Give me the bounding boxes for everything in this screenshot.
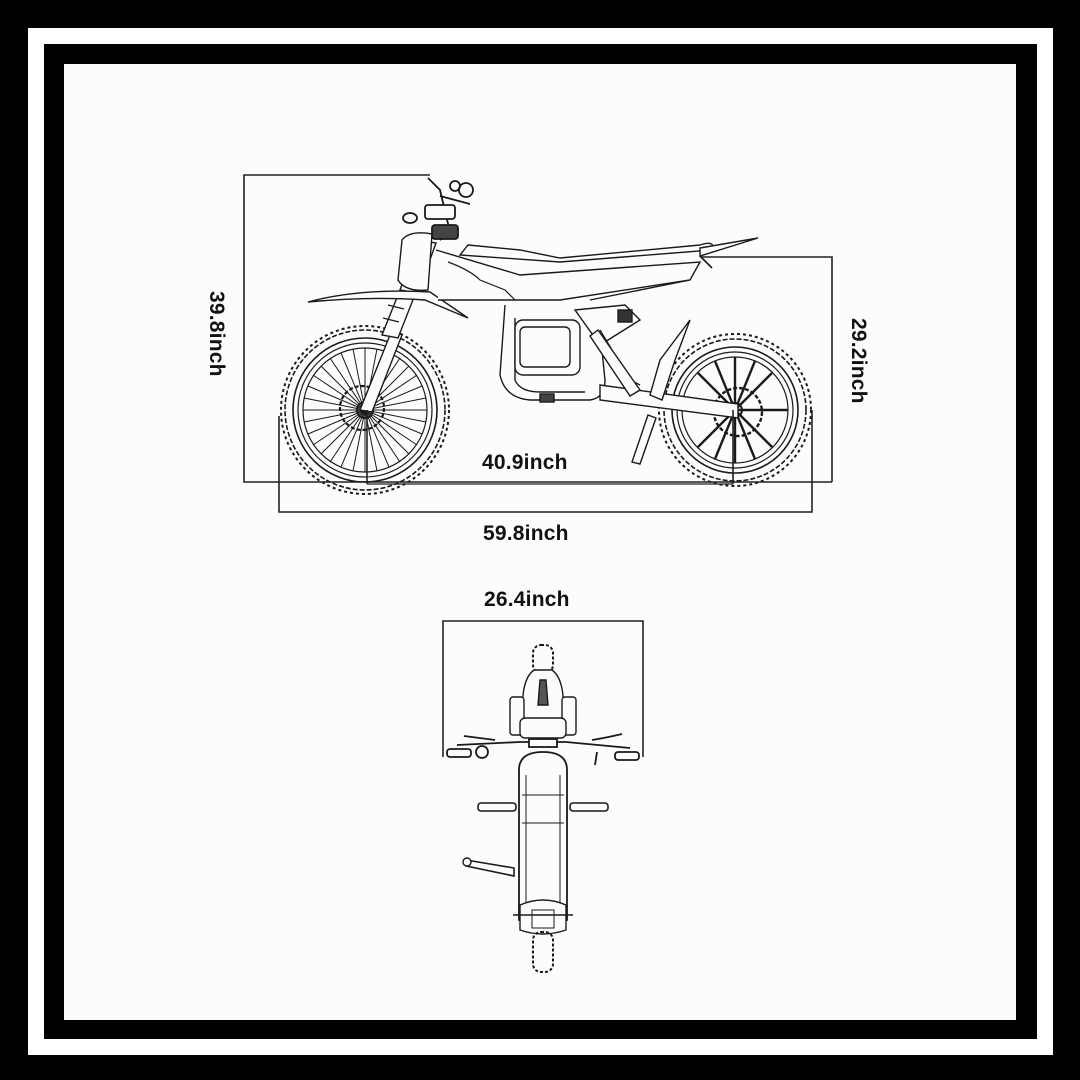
number-plate [397, 232, 433, 291]
rear-mudguard [649, 319, 691, 401]
seat-height-label: 29.2inch [847, 318, 870, 404]
wheelbase-label: 40.9inch [482, 451, 568, 474]
overall-height-label: 39.8inch [205, 291, 228, 377]
footpeg-right [569, 802, 609, 812]
front-tire-top [532, 644, 554, 674]
rear-fender [699, 237, 759, 257]
kickstand [631, 414, 657, 465]
front-wheel [280, 325, 450, 495]
rear-shock [589, 329, 642, 397]
front-fender [307, 290, 469, 319]
dimension-lines-side [243, 174, 833, 513]
footpeg-left [477, 802, 517, 812]
side-view [280, 177, 812, 495]
handlebar [402, 177, 474, 241]
handlebar-top [446, 733, 640, 766]
top-view [442, 620, 644, 973]
handlebar-width-label: 26.4inch [484, 588, 570, 611]
seat [458, 242, 714, 263]
swingarm [599, 384, 739, 419]
kickstand-top [465, 859, 515, 877]
main-frame [435, 249, 702, 403]
overall-length-label: 59.8inch [483, 522, 569, 545]
rear-tire-top [532, 931, 554, 973]
width-dimension-box [442, 620, 644, 757]
